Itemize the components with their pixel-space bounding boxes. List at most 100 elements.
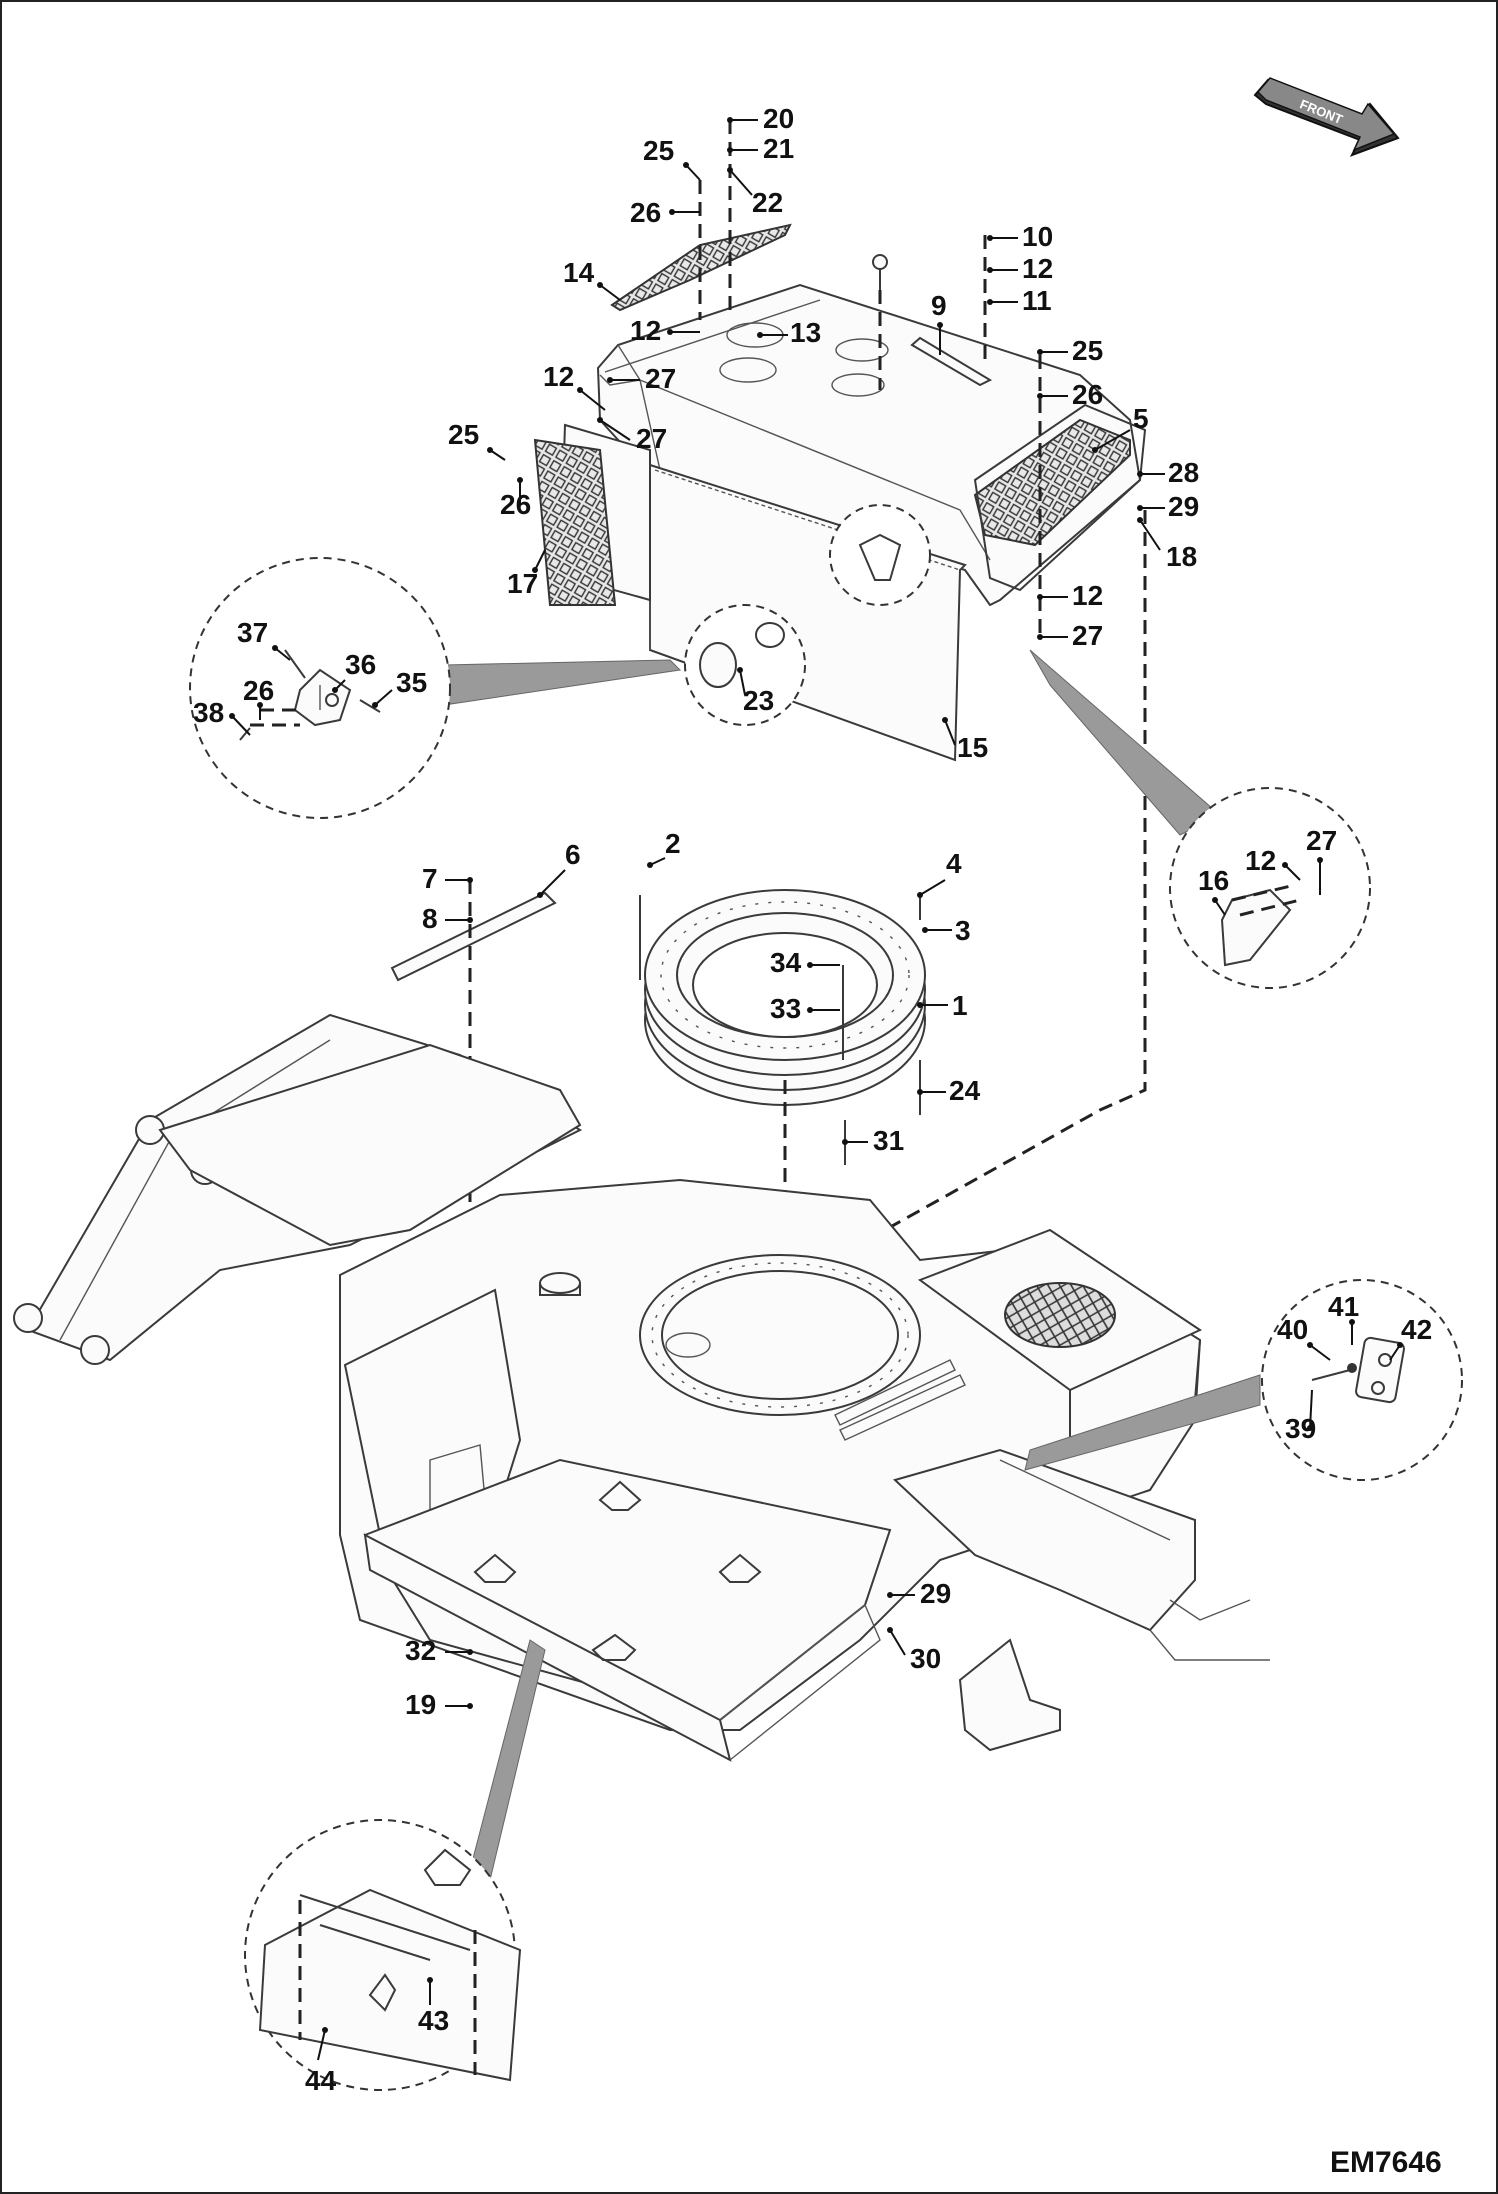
callout-25: 25 — [448, 419, 506, 461]
callout-label: 20 — [763, 103, 794, 134]
callout-label: 36 — [345, 649, 376, 680]
callout-17: 17 — [507, 549, 546, 599]
callout-leader — [944, 719, 956, 746]
callout-label: 13 — [790, 317, 821, 348]
callout-leader — [274, 647, 291, 661]
callout-label: 25 — [643, 135, 674, 166]
callout-35: 35 — [372, 667, 427, 708]
callout-label: 27 — [1072, 620, 1103, 651]
callout-dot — [669, 209, 675, 215]
callout-dot — [807, 962, 813, 968]
callout-22: 22 — [727, 167, 783, 218]
callout-26: 26 — [500, 477, 531, 520]
callout-label: 12 — [1072, 580, 1103, 611]
callout-leader — [374, 689, 393, 706]
hood-assembly — [533, 223, 1147, 762]
callout-leader — [1094, 429, 1131, 451]
callout-dot — [942, 717, 948, 723]
callout-dot — [887, 1592, 893, 1598]
callout-label: 26 — [1072, 379, 1103, 410]
callout-dot — [1282, 862, 1288, 868]
callout-dot — [1317, 857, 1323, 863]
callout-37: 37 — [237, 617, 291, 661]
callout-43: 43 — [418, 1977, 449, 2036]
callout-label: 10 — [1022, 221, 1053, 252]
callout-dot — [467, 1649, 473, 1655]
callout-38: 38 — [193, 697, 251, 736]
callout-26: 26 — [1037, 379, 1103, 410]
callout-label: 17 — [507, 568, 538, 599]
callout-15: 15 — [942, 717, 988, 763]
callout-33: 33 — [770, 993, 840, 1024]
callout-27: 27 — [1306, 825, 1337, 895]
callout-dot — [987, 235, 993, 241]
callout-leader — [1309, 1344, 1331, 1361]
callout-dot — [1137, 505, 1143, 511]
callout-28: 28 — [1137, 457, 1199, 488]
callout-leader — [231, 715, 251, 736]
callout-27: 27 — [597, 417, 667, 454]
callout-24: 24 — [917, 1075, 981, 1106]
callout-label: 16 — [1198, 865, 1229, 896]
callout-dot — [537, 892, 543, 898]
callout-36: 36 — [332, 649, 376, 693]
callout-32: 32 — [405, 1635, 473, 1666]
callout-dot — [467, 877, 473, 883]
callout-label: 23 — [743, 685, 774, 716]
callout-label: 12 — [543, 361, 574, 392]
callout-dot — [257, 702, 263, 708]
callout-label: 14 — [563, 257, 595, 288]
callout-12: 12 — [543, 361, 606, 411]
callout-2: 2 — [647, 828, 681, 868]
callout-dot — [842, 1139, 848, 1145]
callout-dot — [1137, 471, 1143, 477]
callout-leader — [534, 549, 546, 571]
callout-4: 4 — [917, 848, 962, 898]
callout-dot — [937, 322, 943, 328]
callout-label: 41 — [1328, 1291, 1359, 1322]
callout-leader — [539, 869, 566, 896]
callout-dot — [1212, 897, 1218, 903]
callout-label: 26 — [630, 197, 661, 228]
callout-8: 8 — [422, 903, 473, 934]
callout-40: 40 — [1277, 1314, 1331, 1361]
callout-16: 16 — [1198, 865, 1229, 916]
callout-dot — [467, 1703, 473, 1709]
callout-label: 9 — [931, 290, 947, 321]
callout-label: 21 — [763, 133, 794, 164]
callout-dot — [272, 645, 278, 651]
callout-44: 44 — [305, 2027, 337, 2096]
callout-label: 12 — [1022, 253, 1053, 284]
figure-code: EM7646 — [1330, 2146, 1442, 2179]
callout-dot — [1349, 1319, 1355, 1325]
callout-19: 19 — [405, 1689, 473, 1720]
callout-dot — [1092, 447, 1098, 453]
callout-leader — [1139, 519, 1161, 551]
callout-dot — [922, 927, 928, 933]
callout-21: 21 — [727, 133, 794, 164]
callout-leader — [599, 419, 631, 441]
detail-grommet-23 — [684, 604, 806, 726]
callout-dot — [917, 1002, 923, 1008]
callout-label: 42 — [1401, 1314, 1432, 1345]
callout-dot — [667, 329, 673, 335]
callout-dot — [427, 1977, 433, 1983]
callout-label: 26 — [243, 675, 274, 706]
callout-label: 35 — [396, 667, 427, 698]
callout-label: 27 — [645, 363, 676, 394]
callout-leader — [599, 284, 621, 301]
callout-dot — [1307, 1342, 1313, 1348]
callout-dot — [987, 267, 993, 273]
callout-label: 30 — [910, 1643, 941, 1674]
callout-14: 14 — [563, 257, 621, 301]
callout-label: 12 — [630, 315, 661, 346]
callout-label: 34 — [770, 947, 802, 978]
callout-13: 13 — [757, 317, 821, 348]
callout-leader — [1214, 899, 1226, 916]
callout-dot — [987, 299, 993, 305]
callout-23: 23 — [737, 667, 774, 716]
callout-3: 3 — [922, 915, 971, 946]
detail-latch — [829, 504, 931, 606]
